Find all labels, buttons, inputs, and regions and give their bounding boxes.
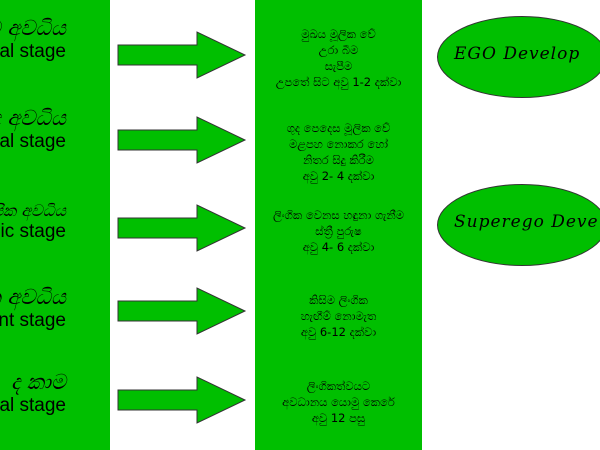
line: මුඛය මූලික වේ <box>301 27 376 41</box>
line: හැඟීම් නොමැත <box>300 309 377 323</box>
stage-sinhala: ත අවධිය <box>0 285 66 309</box>
line: ලිංගික වෙනස හඳුනා ගැනීම <box>272 208 404 222</box>
line: නිතර සිදු කිරීම <box>303 153 374 167</box>
stage-description: කිසිම ලිංගික හැඟීම් නොමැත අවු 6-12 දක්වා <box>255 292 422 340</box>
arrow-right-icon <box>117 287 247 335</box>
superego-development-ellipse: Superego Deve <box>437 184 600 266</box>
ellipse-label: EGO Develop <box>454 44 581 64</box>
stage-genital: ද කාමital stage <box>0 370 66 417</box>
ellipse-label: Superego Deve <box>454 212 599 232</box>
stage-english: al stage <box>0 41 66 62</box>
line: අවධානය යොමු කෙරේ <box>282 395 395 409</box>
stage-sinhala: ම අවධිය <box>0 16 66 40</box>
stage-description: ලිංගික වෙනස හඳුනා ගැනීම ස්ත්‍රී පුරුෂ අවු … <box>255 207 422 255</box>
stage-description: ලිංගිකත්වයට අවධානය යොමු කෙරේ අවු 12 පසු <box>255 378 422 426</box>
stage-english: ital stage <box>0 395 66 416</box>
arrow-right-icon <box>117 376 247 424</box>
stage-oral: ම අවධියal stage <box>0 16 66 63</box>
stage-sinhala: ද අවධිය <box>0 106 66 130</box>
line: අවු 2- 4 දක්වා <box>302 169 375 183</box>
stage-latent: ත අවධියent stage <box>0 285 66 332</box>
stage-phallic: ෑපික අවධියllic stage <box>0 197 66 243</box>
stage-sinhala: ද කාම <box>10 370 66 394</box>
line: කිසිම ලිංගික <box>309 293 368 307</box>
line: උරා බීම <box>318 43 359 57</box>
line: අවු 6-12 දක්වා <box>300 325 377 339</box>
stage-english: al stage <box>0 131 66 152</box>
arrow-right-icon <box>117 204 247 252</box>
line: අවු 4- 6 දක්වා <box>302 240 375 254</box>
line: අවු 12 පසු <box>311 411 366 425</box>
ego-development-ellipse: EGO Develop <box>437 16 600 98</box>
line: උපතේ සිට අවු 1-2 දක්වා <box>275 75 402 89</box>
line: සැපීම <box>324 59 353 73</box>
stage-column: ම අවධියal stage ද අවධියal stage ෑපික අවධ… <box>0 0 110 450</box>
arrow-right-icon <box>117 31 247 79</box>
stage-description: මුඛය මූලික වේ උරා බීම සැපීම උපතේ සිට අවු 1-… <box>255 26 422 90</box>
line: මළපහ නොකර හෝ <box>288 137 389 151</box>
stage-sinhala: ෑපික අවධිය <box>0 201 66 220</box>
stage-anal: ද අවධියal stage <box>0 106 66 153</box>
arrow-right-icon <box>117 116 247 164</box>
line: ලිංගිකත්වයට <box>306 379 371 393</box>
stage-english: ent stage <box>0 310 66 331</box>
line: ස්ත්‍රී පුරුෂ <box>315 224 362 238</box>
description-column: මුඛය මූලික වේ උරා බීම සැපීම උපතේ සිට අවු 1-… <box>255 0 422 450</box>
stage-english: llic stage <box>0 221 66 242</box>
stage-description: ගුද පෙදෙස මූලික වේ මළපහ නොකර හෝ නිතර සිදු … <box>255 120 422 184</box>
line: ගුද පෙදෙස මූලික වේ <box>286 121 391 135</box>
